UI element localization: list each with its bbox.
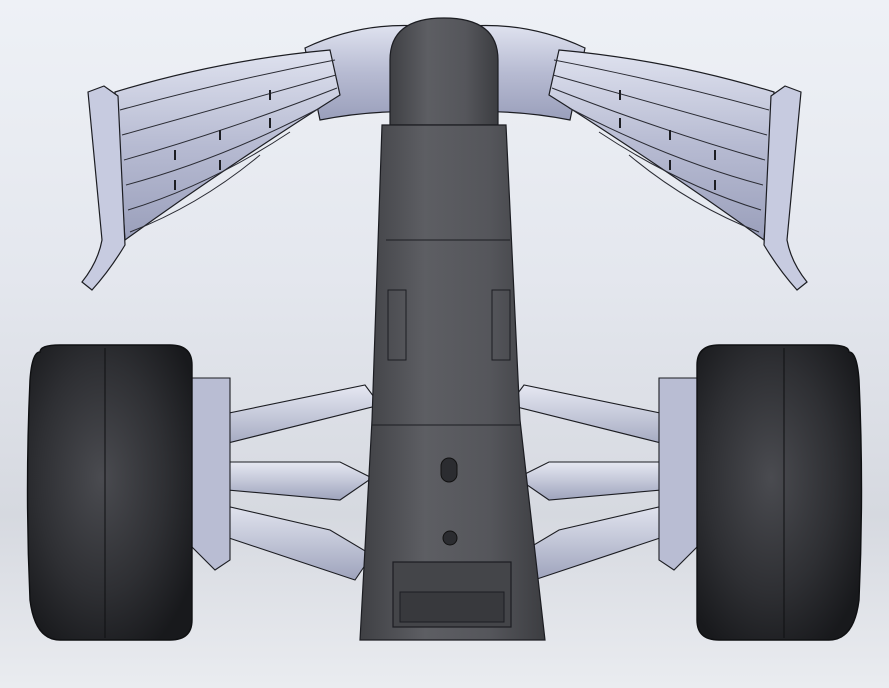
nose-sensor-dot [442,530,458,546]
right-suspension[interactable] [508,377,700,581]
left-upright[interactable] [189,377,231,571]
left-suspension[interactable] [189,377,381,581]
nose-body[interactable] [359,124,546,641]
front-wing-right-flaps[interactable] [548,49,775,242]
left-front-tire[interactable] [26,344,193,641]
right-upright[interactable] [658,377,700,571]
nose-cone[interactable] [359,17,546,641]
front-wing-left-flap-lines [119,59,338,233]
front-wing-right-flap-lines [551,59,770,233]
right-front-tire[interactable] [696,344,863,641]
nose-pylon[interactable] [389,17,499,126]
nose-panel-lines [372,239,520,426]
front-wing-left-flaps[interactable] [114,49,341,242]
front-wing-strakes [174,90,716,190]
right-endplate[interactable] [763,85,808,291]
front-wing[interactable] [81,24,808,291]
nose-sensor-slot [440,457,458,483]
left-endplate[interactable] [81,85,126,291]
nose-tip-inner [399,591,505,623]
